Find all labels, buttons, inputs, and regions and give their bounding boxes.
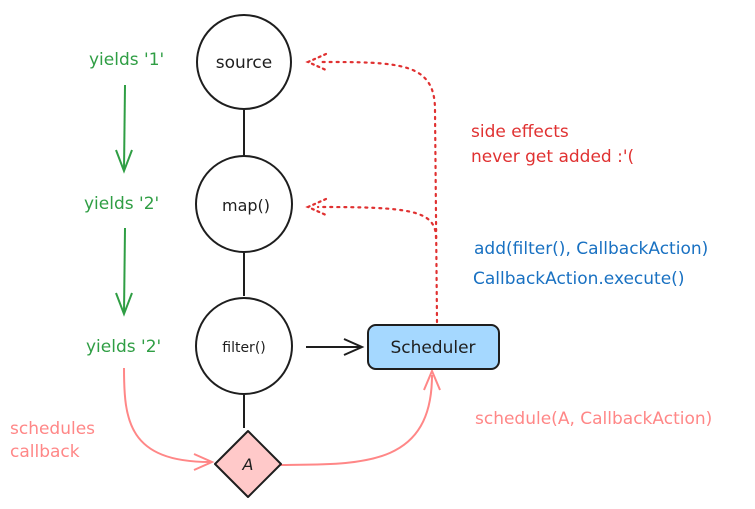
label-yields-1: yields '1' (89, 50, 165, 70)
node-action-label: A (242, 455, 254, 474)
label-yields-2a: yields '2' (84, 194, 160, 214)
annotation-schedules-line1: schedules (10, 419, 96, 439)
node-scheduler: Scheduler (367, 324, 500, 370)
annotation-side-effects-line2: never get added :'( (471, 147, 635, 167)
annotation-side-effects-line1: side effects (471, 122, 569, 142)
annotation-side-effects: side effects never get added :'( (471, 120, 634, 170)
dotted-arrow-scheduler-to-source (305, 52, 439, 324)
node-source-label: source (216, 53, 272, 73)
node-map: map() (195, 155, 293, 253)
arrow-yield-2-to-2 (115, 227, 133, 317)
arrow-filter-to-scheduler (306, 338, 365, 356)
annotation-add-call: add(filter(), CallbackAction) (474, 239, 709, 259)
annotation-schedule-call: schedule(A, CallbackAction) (475, 409, 713, 429)
node-source: source (196, 14, 292, 110)
arrow-schedules-callback (123, 367, 215, 471)
node-map-label: map() (222, 196, 270, 215)
node-scheduler-label: Scheduler (390, 338, 475, 358)
annotation-execute-call: CallbackAction.execute() (473, 269, 685, 289)
label-yields-2b: yields '2' (86, 337, 162, 357)
arrow-action-to-scheduler (280, 368, 441, 466)
node-filter: filter() (195, 297, 293, 395)
annotation-schedules-callback: schedules callback (10, 418, 95, 464)
arrow-yield-1-to-2 (115, 84, 133, 174)
annotation-schedules-line2: callback (10, 442, 80, 462)
node-action: A (214, 430, 282, 498)
node-filter-label: filter() (222, 340, 266, 356)
dotted-arrow-scheduler-to-map (305, 197, 438, 240)
